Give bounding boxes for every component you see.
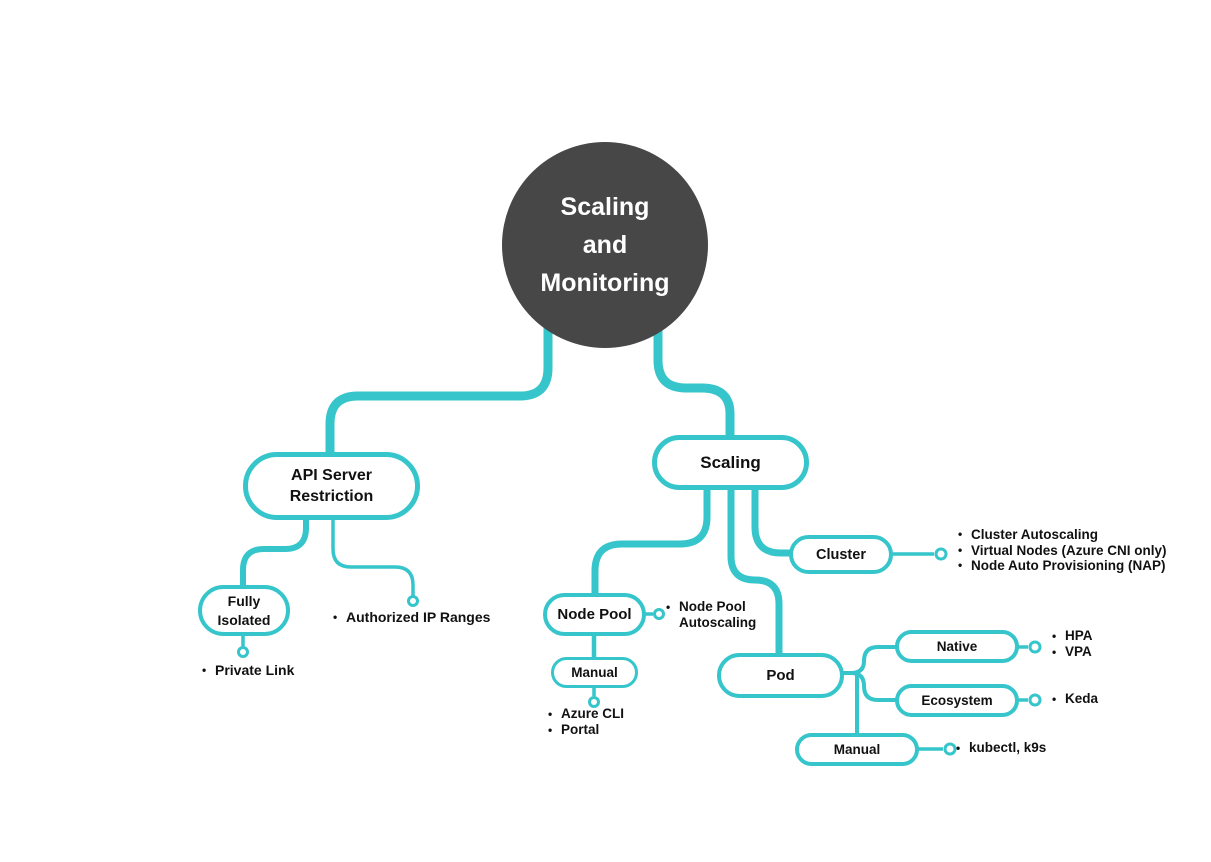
bullet-text: kubectl, k9s [969,740,1047,755]
root-label-line: Scaling [560,193,650,221]
root-label-line: Monitoring [540,269,670,297]
node-native: Native [895,630,1019,663]
connector-scaling-nodepool [591,486,711,597]
bullet-list-manual-node-pool: Azure CLI Portal [548,706,624,738]
terminator-private-link [237,646,249,658]
bullet-item: Node Auto Provisioning (NAP) [958,558,1167,574]
node-label: Node Pool [557,606,632,623]
terminator-authorized [407,595,419,607]
bullet-text: Private Link [215,662,295,678]
connector-api-authorized [331,518,415,596]
node-label: API Server [291,467,372,484]
bullet-item: Cluster Autoscaling [958,527,1167,543]
node-label: Pod [766,667,795,684]
terminator-cluster [934,547,948,561]
node-label: Cluster [816,546,866,563]
node-label: Scaling [700,452,761,472]
connector-scaling-pod [727,486,783,657]
terminator-ecosystem [1028,693,1042,707]
connector-root-api [325,300,553,456]
bullet-text: Virtual Nodes (Azure CNI only) [971,542,1167,558]
bullet-list-node-pool-autoscaling: Node Pool Autoscaling [666,599,771,631]
bullet-item: HPA [1052,628,1093,644]
node-label: Native [936,639,978,654]
node-label: Restriction [289,488,374,505]
node-label: Manual [571,665,618,680]
connector-pod-native [843,645,896,675]
bullet-item: Portal [548,722,624,738]
node-ecosystem: Ecosystem [895,684,1019,717]
bullet-list-cluster: Cluster Autoscaling Virtual Nodes (Azure… [958,527,1167,574]
bullet-item: Authorized IP Ranges [333,609,490,625]
root-node-scaling-and-monitoring: Scaling and Monitoring [502,142,708,348]
bullet-list-ecosystem: Keda [1052,691,1098,707]
node-label: Manual [833,742,881,757]
bullet-item: Node Pool Autoscaling [666,599,771,631]
connector-api-fully-isolated [240,518,309,588]
node-label: Fully [227,592,261,609]
bullet-text: HPA [1065,628,1093,643]
bullet-item: Virtual Nodes (Azure CNI only) [958,543,1167,559]
node-manual-pod: Manual [795,733,919,766]
node-label: Isolated [217,611,271,628]
bullet-item: Private Link [202,662,294,678]
connector-scaling-cluster [751,486,791,557]
node-label: Ecosystem [921,693,993,708]
connector-pod-ecosystem [843,671,896,702]
bullet-list-authorized-ip: Authorized IP Ranges [333,609,490,625]
node-pod: Pod [717,653,844,698]
bullet-list-private-link: Private Link [202,662,294,678]
root-label-line: and [582,231,628,259]
bullet-list-native: HPA VPA [1052,628,1093,660]
bullet-text: Azure CLI [561,706,625,721]
bullet-item: kubectl, k9s [956,740,1046,756]
bullet-text: Node Auto Provisioning (NAP) [971,558,1166,573]
bullet-text: Node Pool Autoscaling [679,599,757,630]
node-fully-isolated: Fully Isolated [198,585,290,636]
terminator-nodepool-autoscaling [653,608,665,620]
bullet-text: VPA [1065,644,1092,659]
bullet-text: Cluster Autoscaling [971,527,1099,542]
bullet-text: Keda [1065,691,1099,706]
node-cluster: Cluster [789,535,893,574]
bullet-text: Portal [561,722,600,737]
node-api-server-restriction: API Server Restriction [243,452,420,520]
node-manual-node-pool: Manual [551,657,638,688]
terminator-manual-pod [943,742,957,756]
bullet-item: VPA [1052,644,1093,660]
terminator-native [1028,640,1042,654]
node-node-pool: Node Pool [543,593,646,636]
bullet-list-manual-pod: kubectl, k9s [956,740,1046,756]
bullet-item: Azure CLI [548,706,624,722]
connector-root-scaling [653,300,735,440]
bullet-text: Authorized IP Ranges [346,609,491,625]
node-scaling: Scaling [652,435,809,490]
bullet-item: Keda [1052,691,1098,707]
